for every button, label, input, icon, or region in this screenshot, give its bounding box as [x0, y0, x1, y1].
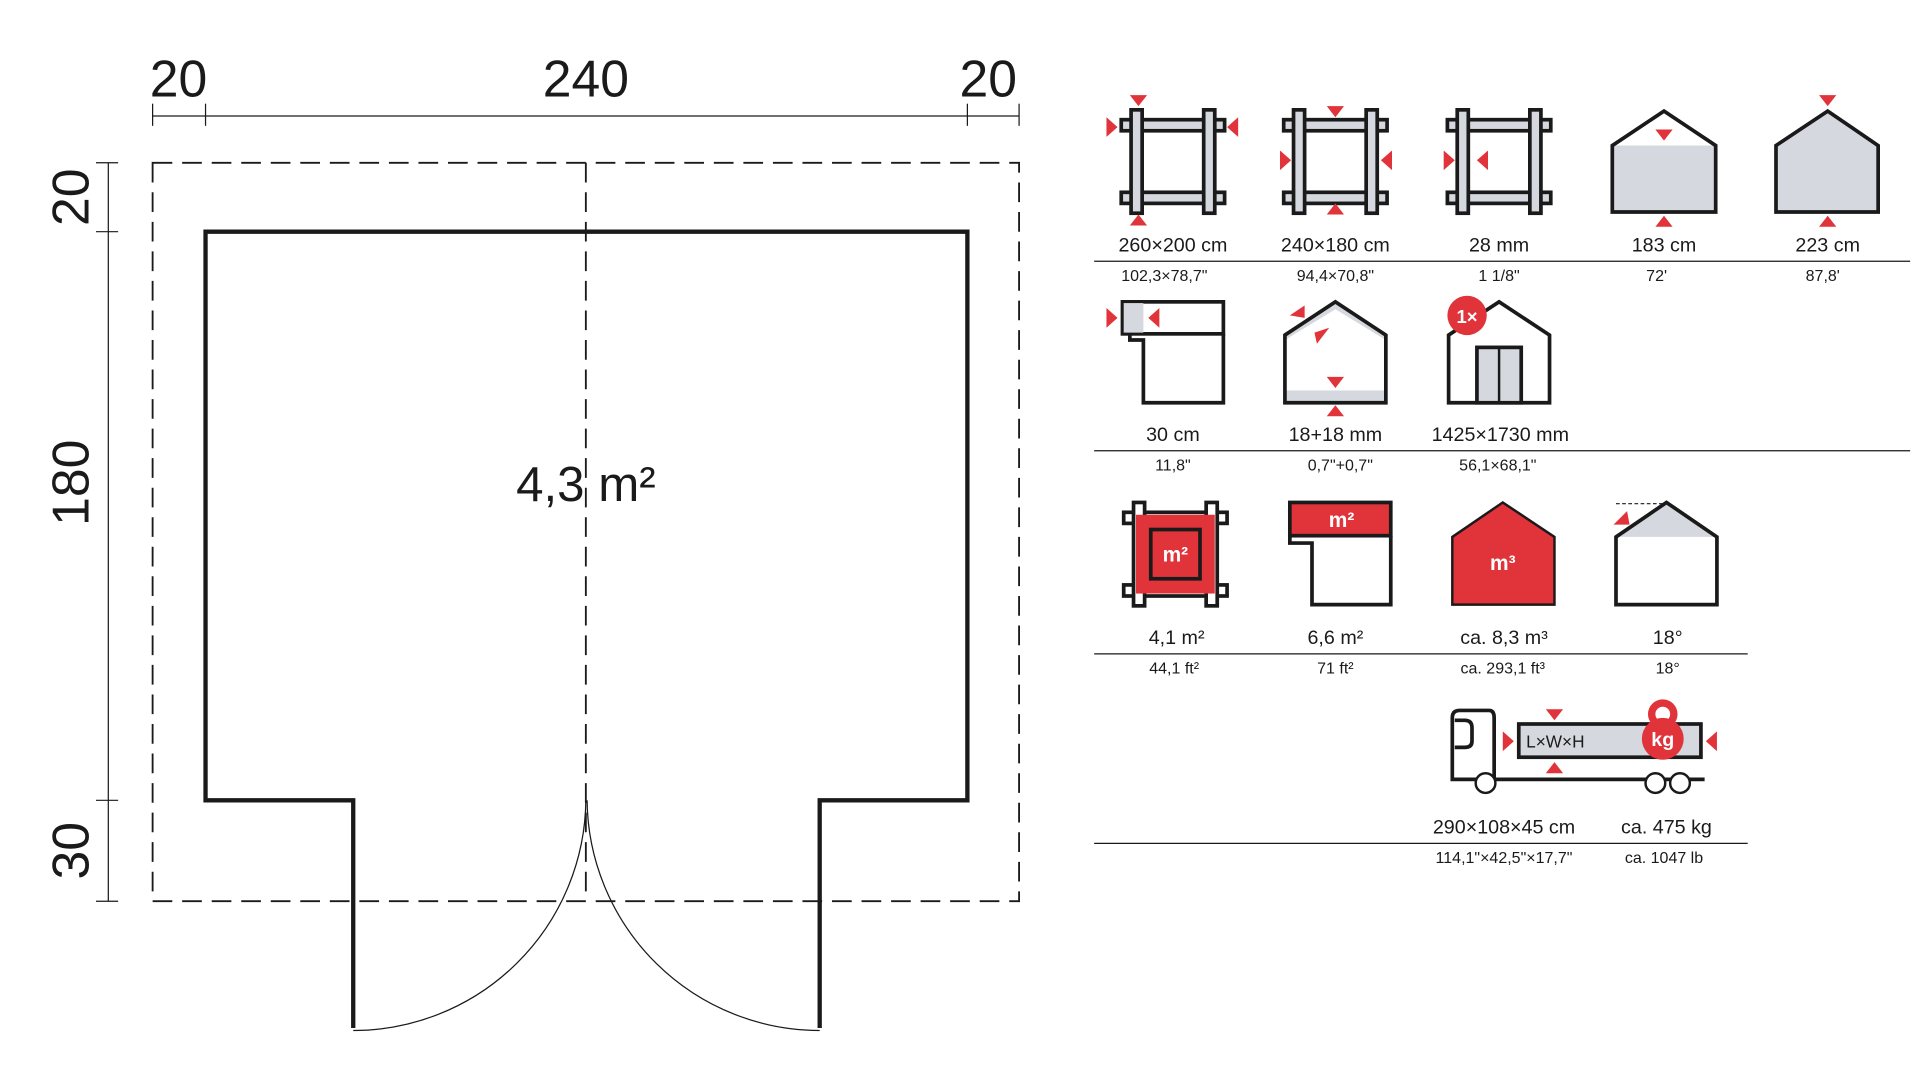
roof-area-icon-text: m² [1329, 509, 1355, 532]
spec-label: 183 cm [1632, 234, 1697, 256]
spec-label: 1425×1730 mm [1432, 424, 1569, 446]
walls [203, 229, 970, 1029]
top-dimension-line: 20 240 20 [150, 49, 1020, 126]
spec-sub: 56,1×68,1" [1459, 457, 1536, 474]
frame-icon [1445, 107, 1553, 216]
spec-roof-pitch: 18° 18° [1613, 500, 1719, 678]
spec-sub: 94,4×70,8" [1297, 268, 1374, 285]
spec-label: ca. 475 kg [1621, 817, 1712, 839]
spec-sub: 71 ft² [1317, 661, 1354, 678]
spec-sub: ca. 1047 lb [1625, 850, 1703, 867]
spec-sub: 11,8" [1155, 457, 1191, 474]
spec-sub: 1 1/8" [1478, 268, 1519, 285]
spec-label: 6,6 m² [1307, 627, 1363, 649]
spec-panel: 260×200 cm 102,3×78,7" 240×180 cm 94,4×7… [1094, 95, 1911, 867]
door-count-text: 1× [1457, 306, 1478, 327]
spec-sub: 0,7"+0,7" [1308, 457, 1373, 474]
house-icon [1614, 500, 1719, 607]
roof-area-icon [1288, 535, 1393, 607]
spec-sub: ca. 293,1 ft³ [1461, 661, 1546, 678]
spec-volume: m³ ca. 8,3 m³ ca. 293,1 ft³ [1451, 500, 1556, 678]
spec-label: 4,1 m² [1149, 627, 1205, 649]
spec-label: ca. 8,3 m³ [1460, 627, 1548, 649]
right-door-swing [586, 800, 820, 1032]
volume-icon-text: m³ [1490, 552, 1516, 575]
dim-top-left: 20 [150, 49, 208, 107]
dim-left-top: 20 [42, 168, 100, 226]
truck-icon [1450, 708, 1705, 795]
spec-ridge-height: 223 cm 87,8' [1774, 95, 1880, 285]
floor-plan: 20 240 20 20 180 30 4,3 m² [42, 49, 1021, 1032]
spec-sub: 44,1 ft² [1149, 661, 1199, 678]
spec-label: 18° [1653, 627, 1683, 649]
spec-label: 240×180 cm [1281, 234, 1390, 256]
frame-icon [1281, 107, 1389, 216]
spec-sub: 114,1"×42,5"×17,7" [1436, 850, 1573, 867]
dim-left-middle: 180 [42, 440, 100, 526]
house-icon [1446, 299, 1552, 405]
spec-label: 260×200 cm [1118, 234, 1227, 256]
spec-package: L×W×H kg 290×108×45 cm 114,1"×42,5"×17,7… [1433, 699, 1717, 867]
left-dimension-line: 20 180 30 [42, 162, 119, 902]
spec-roof-area: m² 6,6 m² 71 ft² [1288, 500, 1393, 678]
floor-area-icon-text: m² [1163, 544, 1189, 567]
package-dims-text: L×W×H [1526, 731, 1584, 751]
red-arrow-icons [1106, 95, 1239, 226]
spec-sub: 87,8' [1806, 268, 1840, 285]
red-arrow-icons [1289, 305, 1344, 417]
spec-sub: 18° [1656, 661, 1680, 678]
spec-wall-height: 183 cm 72' [1610, 108, 1718, 285]
house-icon [1612, 145, 1716, 212]
door-count-badge [1447, 295, 1487, 336]
spec-wall-thickness: 28 mm 1 1/8" [1443, 107, 1553, 285]
frame-icon [1119, 107, 1227, 216]
spec-label: 223 cm [1795, 234, 1860, 256]
spec-door-size: 1× 1425×1730 mm 56,1×68,1" [1432, 295, 1569, 474]
floor-area-label: 4,3 m² [516, 457, 656, 512]
spec-label: 30 cm [1146, 424, 1200, 446]
spec-roof-overhang: 30 cm 11,8" [1106, 300, 1226, 474]
spec-label: 28 mm [1469, 234, 1529, 256]
house-icon [1774, 108, 1880, 214]
dim-top-right: 20 [960, 49, 1018, 107]
volume-icon [1451, 500, 1556, 606]
overhang-icon [1128, 333, 1226, 405]
angle-arrow-icon [1613, 511, 1630, 525]
left-door-swing [353, 800, 587, 1032]
house-icon [1283, 299, 1388, 405]
spec-sub: 102,3×78,7" [1121, 268, 1207, 285]
spec-outer-dimensions: 260×200 cm 102,3×78,7" [1106, 95, 1239, 285]
dim-top-center: 240 [543, 49, 629, 107]
weight-icon [1641, 699, 1684, 760]
spec-sub: 72' [1646, 268, 1667, 285]
spec-floor-area: m² 4,1 m² 44,1 ft² [1121, 500, 1229, 678]
spec-label: 290×108×45 cm [1433, 817, 1575, 839]
dim-left-bottom: 30 [42, 822, 100, 880]
spec-roof-floor-thickness: 18+18 mm 0,7"+0,7" [1283, 299, 1388, 474]
spec-label: 18+18 mm [1289, 424, 1383, 446]
spec-inner-dimensions: 240×180 cm 94,4×70,8" [1280, 106, 1392, 285]
weight-icon-text: kg [1651, 729, 1674, 751]
